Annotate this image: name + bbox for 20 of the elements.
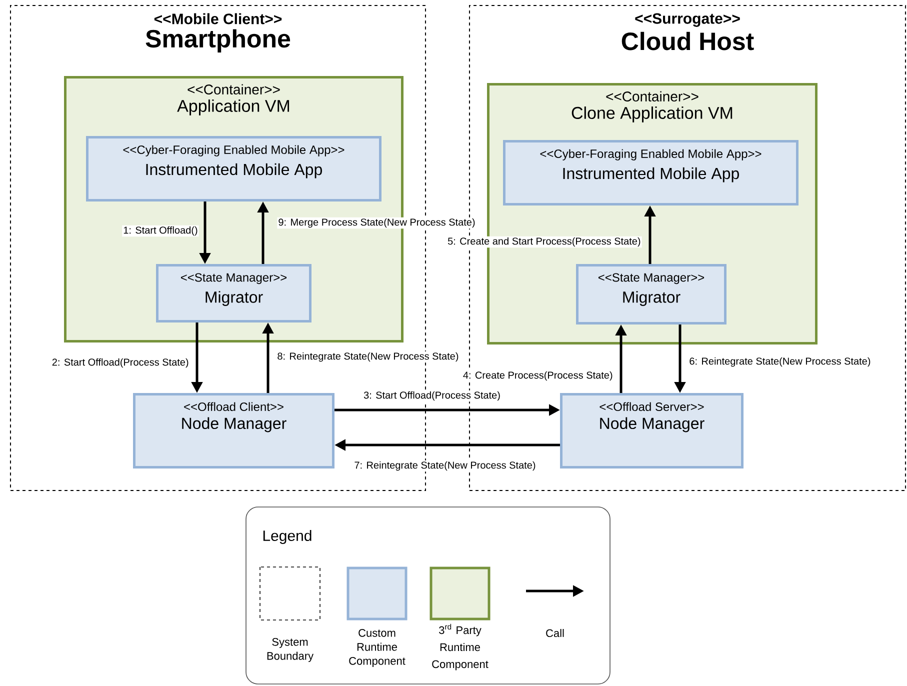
edge-label: 4: Create Process(Process State): [462, 370, 614, 382]
legend-text: Call: [546, 628, 564, 638]
legend-title: Legend: [263, 530, 312, 544]
component-box: <<Cyber-Foraging Enabled Mobile App>> Instrumented Mobile App: [86, 136, 382, 202]
component-box: <<State Manager>> Migrator: [576, 264, 726, 324]
edge-label: 5: Create and Start Process(Process State): [446, 236, 642, 248]
component-box: <<Offload Client>> Node Manager: [133, 393, 334, 468]
legend-text: System Boundary: [267, 638, 314, 662]
component-box: <<Offload Server>> Node Manager: [560, 393, 744, 468]
legend-text: $\begin{gathered}\text{3}^{\text{rd}}\text{ Party}\\ \text{Runtime}\\ \text{Component}\end{gathered}$: [432, 624, 488, 670]
edge-label: 2: Start Offload(Process State): [50, 357, 190, 369]
component-box: <<Cyber-Foraging Enabled Mobile App>> Instrumented Mobile App: [503, 140, 798, 206]
edge-label: 7: Reintegrate State(New Process State): [353, 460, 537, 472]
component-box: <<State Manager>> Migrator: [156, 264, 312, 322]
edge-label: 9: Merge Process State(New Process State): [277, 217, 476, 229]
edge-label: 8: Reintegrate State(New Process State): [276, 351, 460, 363]
edge-label: 6: Reintegrate State(New Process State): [688, 356, 872, 368]
edge-label: 1: Start Offload(): [122, 225, 199, 237]
legend-text: Custom Runtime Component: [349, 629, 406, 667]
edge-label: 3: Start Offload(Process State): [362, 390, 502, 402]
